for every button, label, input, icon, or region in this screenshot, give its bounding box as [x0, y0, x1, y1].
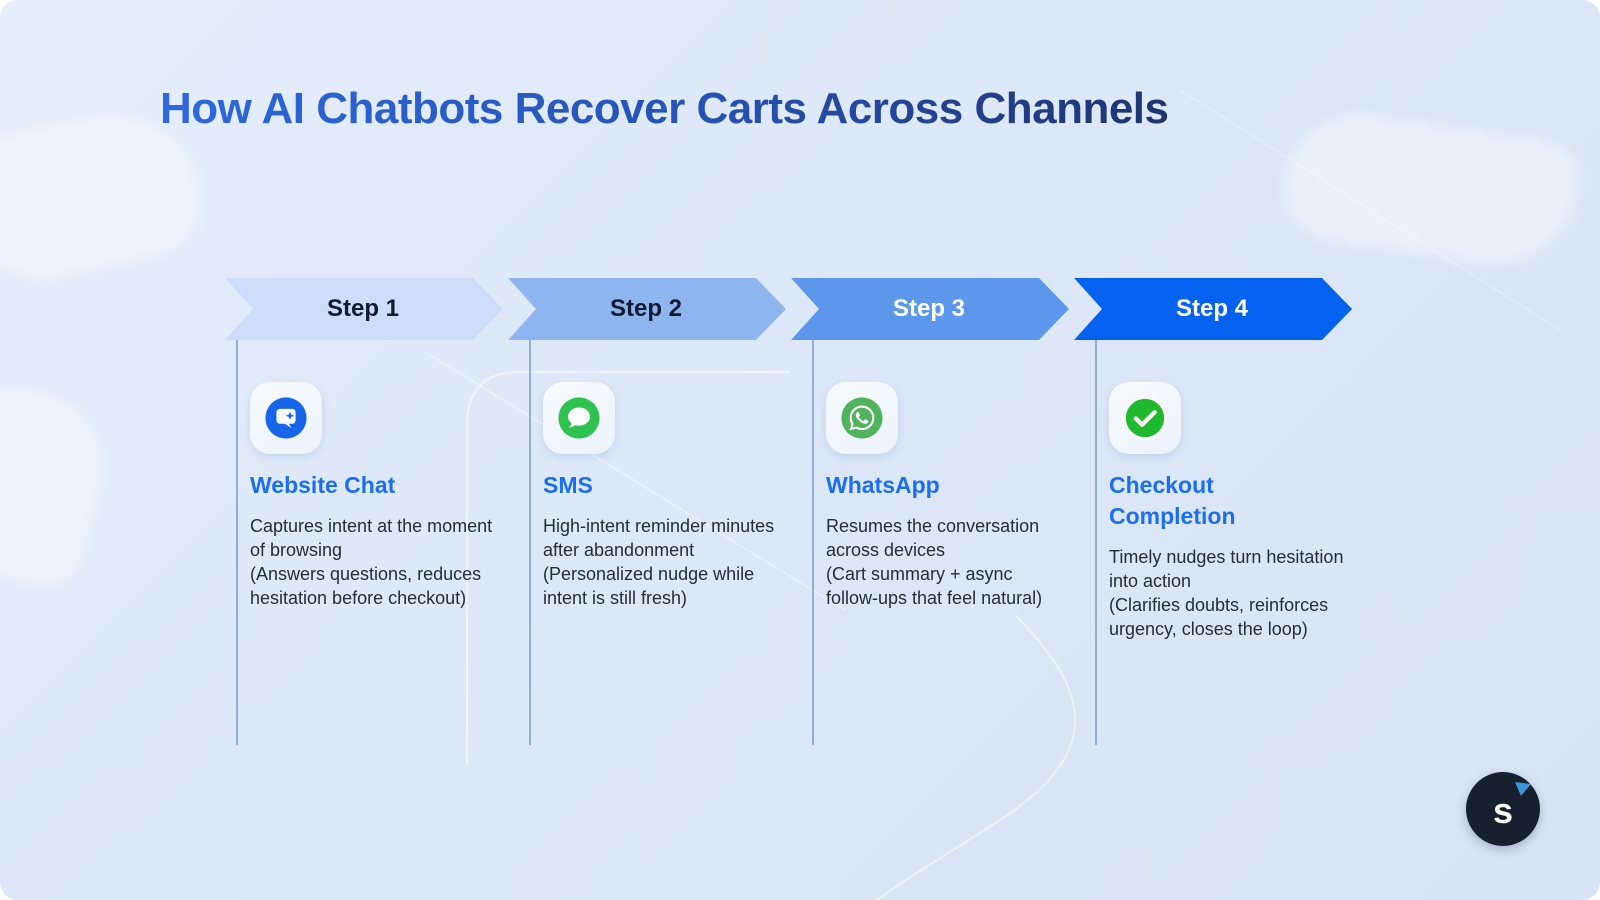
arrow-step-4: Step 4: [1074, 278, 1352, 340]
channel-title-sms: SMS: [543, 472, 593, 498]
step-column-2: SMS High-intent reminder minutes after a…: [543, 382, 791, 610]
description-main-4: Timely nudges turn hesitation into actio…: [1109, 547, 1344, 591]
arrow-shape-4: [1074, 278, 1352, 340]
step-description-1: Captures intent at the moment of browsin…: [250, 514, 495, 610]
step-column-4: Checkout Completion Timely nudges turn h…: [1109, 382, 1364, 641]
step-label-1: Step 1: [326, 295, 400, 322]
brand-monogram: s: [1492, 790, 1514, 831]
step-description-3: Resumes the conversation across devices(…: [826, 514, 1061, 610]
icon-tile-4: [1109, 382, 1181, 454]
brand-logo: s: [1466, 772, 1540, 846]
icon-tile-2: [543, 382, 615, 454]
connector-line-2: [529, 340, 531, 745]
sms-bubble-icon: [558, 397, 600, 439]
description-main-2: High-intent reminder minutes after aband…: [543, 516, 775, 560]
logo-triangle-icon: [1515, 782, 1531, 796]
description-main-1: Captures intent at the moment of browsin…: [250, 516, 493, 560]
background-blob-bottom-left: [0, 374, 121, 596]
description-note-2: (Personalized nudge while intent is stil…: [543, 564, 755, 608]
step-label-2: Step 2: [609, 295, 683, 322]
description-note-1: (Answers questions, reduces hesitation b…: [250, 564, 482, 608]
step-description-2: High-intent reminder minutes after aband…: [543, 514, 791, 610]
whatsapp-icon: [841, 397, 883, 439]
connector-line-1: [236, 340, 238, 745]
channel-title-whatsapp: WhatsApp: [826, 472, 940, 498]
arrow-step-2: Step 2: [508, 278, 786, 340]
step-column-1: Website Chat Captures intent at the mome…: [250, 382, 495, 610]
arrow-shape-1: [225, 278, 503, 340]
description-note-4: (Clarifies doubts, reinforces urgency, c…: [1109, 595, 1329, 639]
step-label-4: Step 4: [1175, 295, 1249, 322]
icon-tile-1: [250, 382, 322, 454]
connector-line-4: [1095, 340, 1097, 745]
arrow-step-1: Step 1: [225, 278, 503, 340]
arrow-shape-2: [508, 278, 786, 340]
step-description-4: Timely nudges turn hesitation into actio…: [1109, 545, 1364, 641]
channel-title-checkout-completion: Checkout Completion: [1109, 472, 1236, 529]
description-note-3: (Cart summary + async follow-ups that fe…: [826, 564, 1043, 608]
arrow-shape-3: [791, 278, 1069, 340]
check-circle-icon: [1123, 396, 1167, 440]
channel-title-website-chat: Website Chat: [250, 472, 396, 498]
icon-tile-3: [826, 382, 898, 454]
arrow-step-3: Step 3: [791, 278, 1069, 340]
page-title: How AI Chatbots Recover Carts Across Cha…: [160, 84, 1169, 133]
step-label-3: Step 3: [892, 295, 966, 322]
background-blob-top-right: [1277, 105, 1583, 275]
step-column-3: WhatsApp Resumes the conversation across…: [826, 382, 1061, 610]
ai-chat-bubble-icon: [265, 397, 307, 439]
connector-line-3: [812, 340, 814, 745]
description-main-3: Resumes the conversation across devices: [826, 516, 1040, 560]
